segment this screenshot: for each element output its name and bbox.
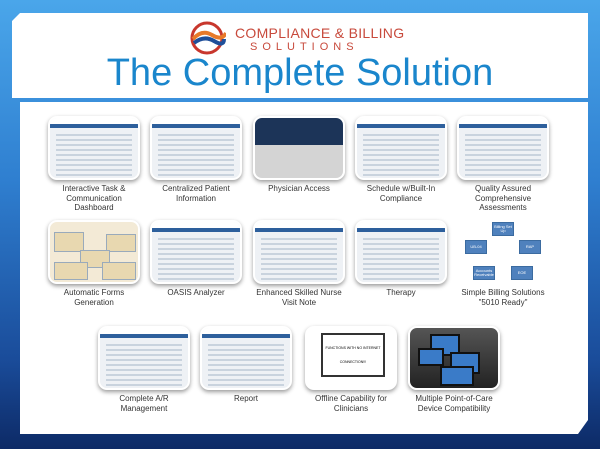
billing-solutions-screenshot: Billing Set Up RAP EOE Accounts Receivable U… (457, 220, 549, 284)
feature-label: Complete A/R Management (119, 394, 169, 413)
dashboard-screenshot (48, 116, 140, 180)
swoosh-logo-icon (190, 21, 226, 55)
billing-node: UB-04 (465, 240, 487, 254)
schedule-screenshot (355, 116, 447, 180)
feature-label: Centralized Patient Information (162, 184, 230, 203)
feature-label: Enhanced Skilled Nurse Visit Note (256, 288, 342, 307)
report-screenshot (200, 326, 292, 390)
feature-label: Quality Assured Comprehensive Assessment… (474, 184, 532, 212)
patient-info-screenshot (150, 116, 242, 180)
feature-tile-forms-generation: Automatic Forms Generation (46, 220, 142, 307)
billing-node: Billing Set Up (492, 222, 514, 236)
assessments-screenshot (457, 116, 549, 180)
therapy-screenshot (355, 220, 447, 284)
feature-tile-assessments: Quality Assured Comprehensive Assessment… (455, 116, 551, 213)
feature-label: Schedule w/Built-In Compliance (366, 184, 436, 203)
feature-tile-schedule: Schedule w/Built-In Compliance (353, 116, 449, 203)
brand-subtitle: SOLUTIONS (250, 41, 359, 53)
feature-tile-patient-info: Centralized Patient Information (148, 116, 244, 203)
feature-label: OASIS Analyzer (167, 288, 225, 297)
feature-label: Report (233, 394, 258, 403)
feature-label: Therapy (386, 288, 416, 297)
title-banner: COMPLIANCE & BILLING SOLUTIONS The Compl… (12, 13, 588, 98)
nurse-visit-note-screenshot (253, 220, 345, 284)
brand-name: COMPLIANCE & BILLING (235, 25, 405, 41)
feature-tile-ar-management: Complete A/R Management (96, 326, 192, 413)
ar-management-screenshot (98, 326, 190, 390)
feature-tile-report: Report (198, 326, 294, 404)
feature-label: Multiple Point-of-Care Device Compatibil… (415, 394, 493, 413)
feature-label: Physician Access (268, 184, 330, 193)
billing-node: RAP (519, 240, 541, 254)
feature-tile-billing-solutions: Billing Set Up RAP EOE Accounts Receivable U… (455, 220, 551, 307)
feature-label: Interactive Task & Communication Dashboa… (62, 184, 126, 212)
billing-node: EOE (511, 266, 533, 280)
billing-node: Accounts Receivable (473, 266, 495, 280)
feature-tile-offline-capability: FUNCTIONS WITH NO INTERNET CONNECTION!!! O… (303, 326, 399, 413)
laptop-screen: FUNCTIONS WITH NO INTERNET CONNECTION!!! (321, 333, 385, 377)
feature-tile-device-compatibility: Multiple Point-of-Care Device Compatibil… (406, 326, 502, 413)
feature-label: Simple Billing Solutions "5010 Ready" (461, 288, 545, 307)
forms-generation-screenshot (48, 220, 140, 284)
feature-tile-dashboard: Interactive Task & Communication Dashboa… (46, 116, 142, 213)
physician-access-screenshot (253, 116, 345, 180)
feature-tile-nurse-visit-note: Enhanced Skilled Nurse Visit Note (251, 220, 347, 307)
offline-text: FUNCTIONS WITH NO INTERNET (325, 346, 381, 350)
device-compatibility-screenshot (408, 326, 500, 390)
oasis-analyzer-screenshot (150, 220, 242, 284)
offline-capability-screenshot: FUNCTIONS WITH NO INTERNET CONNECTION!!! (305, 326, 397, 390)
feature-tile-oasis-analyzer: OASIS Analyzer (148, 220, 244, 298)
feature-tile-therapy: Therapy (353, 220, 449, 298)
page-title: The Complete Solution (106, 52, 494, 94)
feature-label: Offline Capability for Clinicians (315, 394, 387, 413)
feature-label: Automatic Forms Generation (63, 288, 125, 307)
feature-tile-physician-access: Physician Access (251, 116, 347, 194)
offline-text: CONNECTION!!! (339, 360, 367, 364)
company-logo: COMPLIANCE & BILLING SOLUTIONS (190, 19, 440, 57)
